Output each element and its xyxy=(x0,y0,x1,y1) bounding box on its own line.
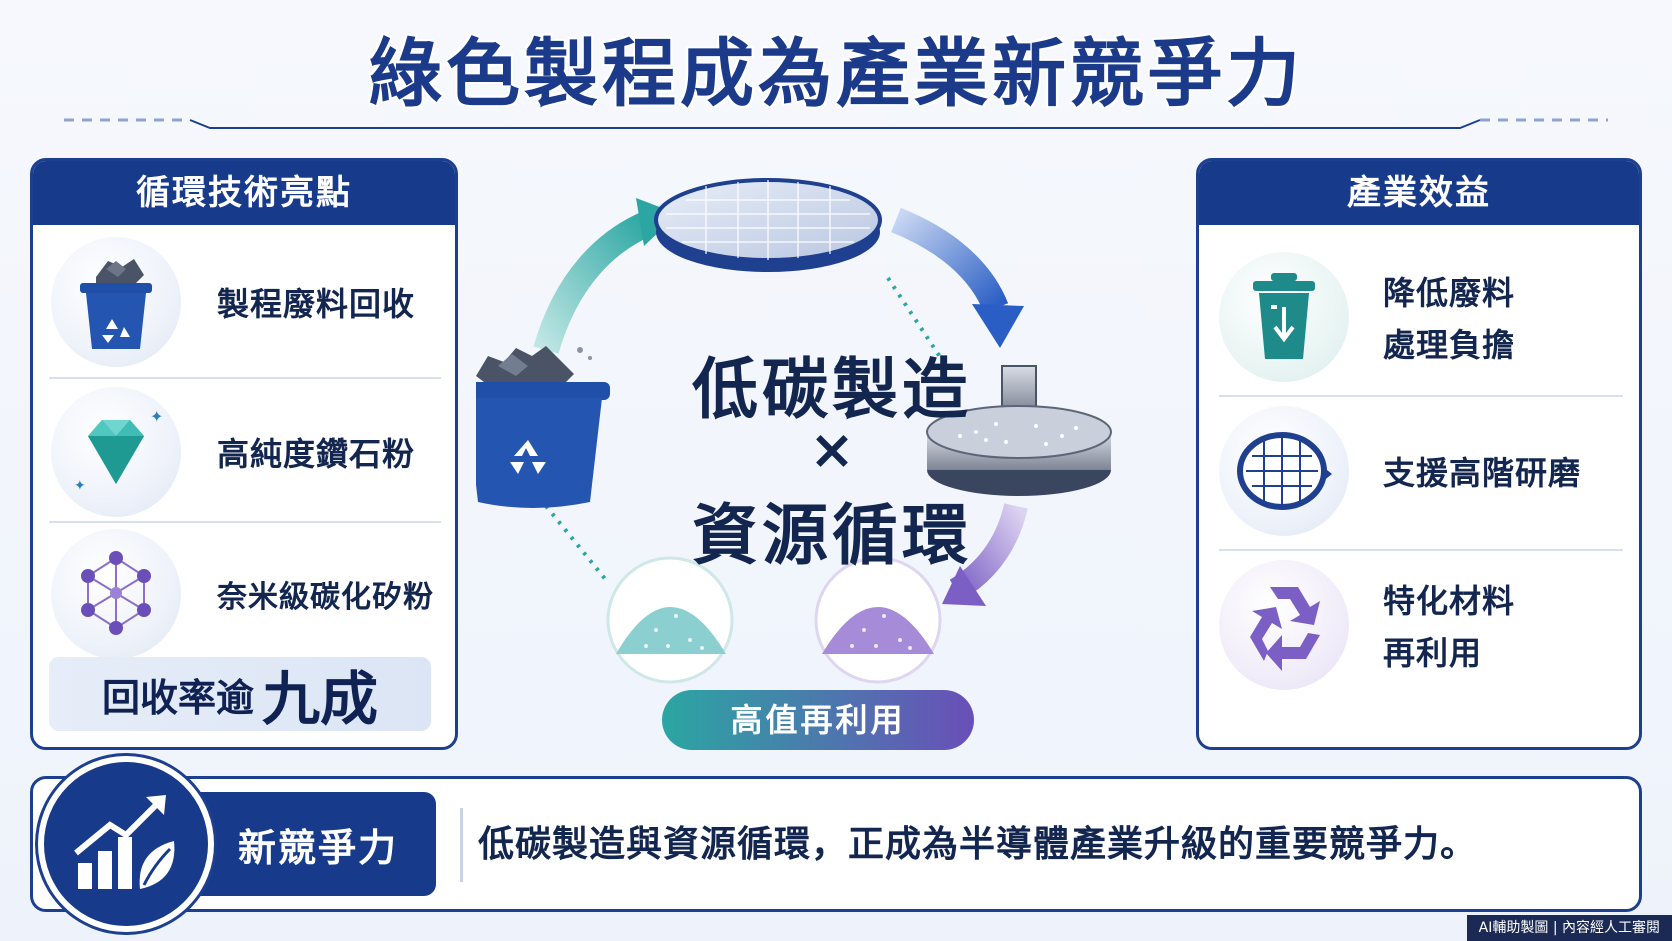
recycle-icon xyxy=(1219,560,1349,690)
left-item-diamond: ✦ ✦ 高純度鑽石粉 xyxy=(33,387,455,517)
trash-can-icon xyxy=(1219,252,1349,382)
right-item-waste-text: 降低廢料 處理負擔 xyxy=(1383,268,1515,366)
wafer-grid-icon xyxy=(1219,406,1349,536)
center-line-1: 低碳製造 xyxy=(692,351,972,428)
molecule-icon xyxy=(51,529,181,659)
title-divider xyxy=(64,118,1608,129)
recovery-rate-value: 九成 xyxy=(262,665,379,733)
right-item-grinding: 支援高階研磨 xyxy=(1199,401,1639,541)
purple-powder-icon xyxy=(814,556,942,684)
arrow-head-purple xyxy=(942,566,986,606)
ai-watermark: AI輔助製圖 | 內容經人工審閱 xyxy=(1466,915,1672,941)
footer-tag: 新競爭力 xyxy=(200,792,436,896)
left-item-sic: 奈米級碳化矽粉 xyxy=(33,529,455,659)
right-panel-heading: 產業效益 xyxy=(1199,161,1639,225)
arrow-head-blue xyxy=(972,304,1024,348)
left-panel-heading: 循環技術亮點 xyxy=(33,161,455,225)
right-item-waste: 降低廢料 處理負擔 xyxy=(1199,247,1639,387)
left-item-waste: 製程廢料回收 xyxy=(33,237,455,367)
grinder-icon xyxy=(926,365,1112,496)
footer-separator xyxy=(460,808,463,882)
right-item-material-text: 特化材料 再利用 xyxy=(1383,576,1515,674)
growth-chart-leaf-icon xyxy=(38,756,214,932)
left-item-diamond-label: 高純度鑽石粉 xyxy=(217,435,416,473)
svg-text:✦: ✦ xyxy=(150,407,163,426)
waste-bin-icon xyxy=(476,346,610,508)
left-item-sic-label: 奈米級碳化矽粉 xyxy=(217,580,434,615)
right-divider-2 xyxy=(1219,549,1623,551)
svg-text:✦: ✦ xyxy=(74,478,86,494)
right-item-waste-line1: 降低廢料 xyxy=(1383,274,1516,312)
right-item-material: 特化材料 再利用 xyxy=(1199,555,1639,695)
center-times: × xyxy=(809,418,855,481)
page-title: 綠色製程成為產業新競爭力 xyxy=(368,31,1304,117)
arrow-wafer-to-grinder xyxy=(891,207,1009,314)
cycle-diagram xyxy=(476,178,1112,684)
teal-powder-icon xyxy=(606,556,734,684)
diamond-icon: ✦ ✦ xyxy=(51,387,181,517)
recovery-rate-box: 回收率逾 九成 xyxy=(49,657,431,733)
center-line-2: 資源循環 xyxy=(692,497,972,574)
left-divider-2 xyxy=(49,521,441,523)
wafer-icon xyxy=(654,178,882,272)
left-panel: 循環技術亮點 製程廢料回收 ✦ ✦ 高純度鑽石粉 xyxy=(30,158,458,750)
recovery-rate-prefix: 回收率逾 xyxy=(101,675,254,720)
reuse-badge: 高值再利用 xyxy=(662,690,974,750)
right-divider-1 xyxy=(1219,395,1623,397)
arrow-recycle-to-wafer xyxy=(533,209,657,354)
right-item-material-line1: 特化材料 xyxy=(1383,582,1516,620)
recycle-bin-icon xyxy=(51,237,181,367)
right-item-waste-line2: 處理負擔 xyxy=(1383,326,1516,364)
left-item-waste-label: 製程廢料回收 xyxy=(217,285,416,323)
right-panel: 產業效益 降低廢料 處理負擔 xyxy=(1196,158,1642,750)
right-item-grinding-label: 支援高階研磨 xyxy=(1383,454,1582,492)
footer-text: 低碳製造與資源循環，正成為半導體產業升級的重要競爭力。 xyxy=(478,824,1478,865)
right-item-material-line2: 再利用 xyxy=(1383,634,1483,672)
left-divider-1 xyxy=(49,377,441,379)
